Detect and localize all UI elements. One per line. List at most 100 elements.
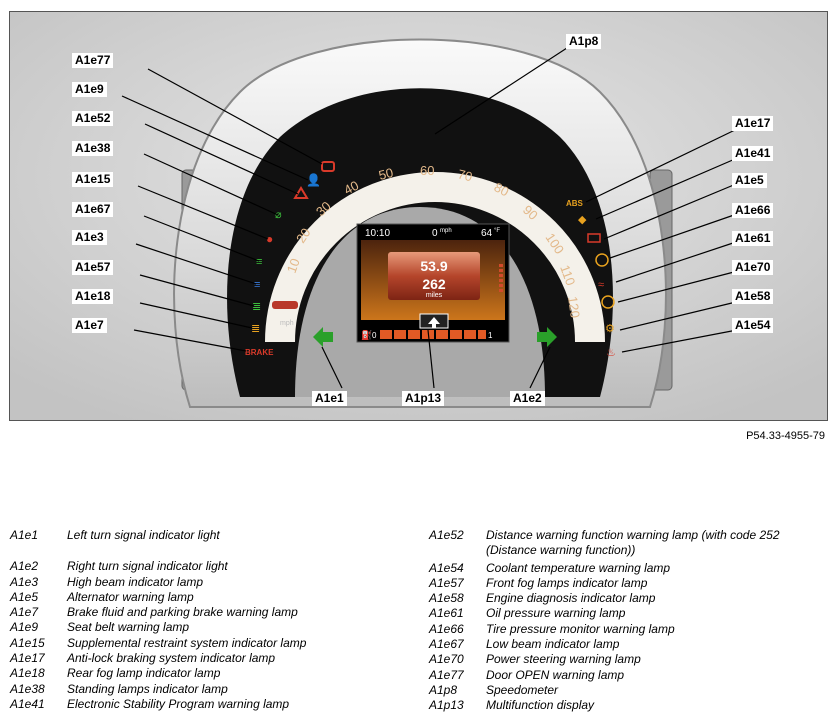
tire-pressure-icon (595, 253, 609, 267)
fuel-full-label: 1 (488, 331, 493, 340)
callout-a1p8: A1p8 (566, 34, 602, 49)
callout-a1e2: A1e2 (510, 391, 545, 406)
legend-item: A1e54 Coolant temperature warning lamp (429, 561, 829, 576)
leader-lines (121, 45, 738, 389)
legend-description: Rear fog lamp indicator lamp (67, 666, 221, 681)
legend-code: A1e3 (10, 574, 39, 589)
speed-needle (272, 301, 298, 309)
fuel-gauge-bar (380, 330, 486, 339)
low-beam-icon: ≡ (256, 256, 262, 268)
display-temp-unit: °F (494, 228, 500, 234)
callout-a1e54: A1e54 (732, 318, 774, 333)
display-range-value: 262 (422, 276, 446, 292)
legend-code: A1e77 (429, 667, 464, 682)
legend-code: A1e17 (10, 651, 45, 666)
speedometer-dial (265, 172, 605, 343)
callout-a1e7: A1e7 (72, 318, 107, 333)
legend-description: Left turn signal indicator light (67, 528, 220, 542)
callout-a1e15: A1e15 (72, 172, 114, 187)
rear-fog-lamp-icon: ≣ (251, 323, 260, 335)
display-temperature: 64 (481, 228, 493, 239)
instrument-cluster-figure: 10 20 30 40 50 60 70 80 90 100 110 120 m… (9, 11, 828, 421)
display-speed: 0 (432, 228, 438, 239)
speed-tick: 120 (565, 295, 583, 319)
legend-description: Front fog lamps indicator lamp (486, 575, 648, 590)
legend-code: A1e5 (10, 589, 39, 604)
legend-description: Alternator warning lamp (67, 589, 194, 604)
legend-code: A1e66 (429, 621, 464, 636)
distance-warning-icon (293, 186, 309, 199)
callout-a1e18: A1e18 (72, 289, 114, 304)
legend-description: Engine diagnosis indicator lamp (486, 591, 656, 606)
legend-code: A1e54 (429, 560, 464, 575)
callout-a1e66: A1e66 (732, 203, 774, 218)
legend-code: A1e70 (429, 652, 464, 667)
legend-code: A1e18 (10, 666, 45, 681)
speed-tick: 80 (492, 179, 512, 199)
legend-description: Low beam indicator lamp (486, 637, 620, 652)
coolant-temperature-icon: ♨ (606, 347, 616, 359)
speed-tick: 70 (456, 166, 474, 184)
legend-code: A1e52 (429, 528, 464, 542)
callout-a1e77: A1e77 (72, 53, 114, 68)
display-trip-value: 53.9 (420, 258, 447, 274)
legend-description: Distance warning function warning lamp (… (486, 528, 780, 542)
legend-description: Tire pressure monitor warning lamp (486, 621, 675, 636)
callout-a1e17: A1e17 (732, 116, 774, 131)
callout-a1e61: A1e61 (732, 231, 774, 246)
bar-gauge (499, 264, 503, 292)
legend-item: A1e5 Alternator warning lamp (10, 590, 410, 605)
callout-a1e3: A1e3 (72, 230, 107, 245)
legend-description: Oil pressure warning lamp (486, 606, 626, 621)
legend-item: A1e18 Rear fog lamp indicator lamp (10, 666, 410, 681)
speed-tick: 110 (557, 263, 578, 288)
legend-description: Seat belt warning lamp (67, 620, 190, 635)
legend-code: A1e7 (10, 605, 39, 620)
display-time: 10:10 (365, 228, 390, 239)
display-range-unit: miles (426, 292, 443, 299)
legend-code: A1e67 (429, 637, 464, 652)
legend-code: A1e15 (10, 635, 45, 650)
legend-description: Supplemental restraint system indicator … (67, 635, 307, 650)
legend-description: High beam indicator lamp (67, 574, 204, 589)
fuel-pump-icon: ⛽ (361, 329, 372, 340)
door-open-warning-icon (321, 161, 335, 172)
left-turn-signal-icon (313, 327, 333, 347)
speed-unit-label: mph (280, 320, 294, 327)
legend-description: Speedometer (486, 682, 559, 697)
legend-item: A1e61 Oil pressure warning lamp (429, 606, 829, 621)
fuel-empty-label: 0 (372, 331, 377, 340)
callout-a1e9: A1e9 (72, 82, 107, 97)
speed-tick: 20 (293, 225, 314, 245)
callout-a1e5: A1e5 (732, 173, 767, 188)
legend-description: Coolant temperature warning lamp (486, 560, 671, 575)
legend-description: Electronic Stability Program warning lam… (67, 696, 290, 711)
seat-belt-warning-icon: 👤 (306, 173, 321, 187)
power-steering-icon (601, 295, 615, 309)
legend-code: A1e41 (10, 696, 45, 711)
callout-a1e1: A1e1 (312, 391, 347, 406)
legend-description: Brake fluid and parking brake warning la… (67, 605, 298, 620)
legend-code: A1e61 (429, 606, 464, 621)
callout-a1e67: A1e67 (72, 202, 114, 217)
standing-lamps-icon: ⌀ (275, 209, 282, 221)
callout-a1p13: A1p13 (402, 391, 445, 406)
cluster-svg: 10 20 30 40 50 60 70 80 90 100 110 120 m… (10, 12, 827, 420)
high-beam-icon: ≡ (254, 279, 260, 291)
display-speed-unit: mph (440, 228, 452, 234)
alternator-warning-icon (587, 233, 601, 243)
callout-a1e41: A1e41 (732, 146, 774, 161)
legend-item: A1e15 Supplemental restraint system indic… (10, 636, 410, 651)
callout-a1e57: A1e57 (72, 260, 114, 275)
esp-warning-icon: ◆ (578, 214, 587, 226)
legend-code: A1e38 (10, 681, 45, 696)
